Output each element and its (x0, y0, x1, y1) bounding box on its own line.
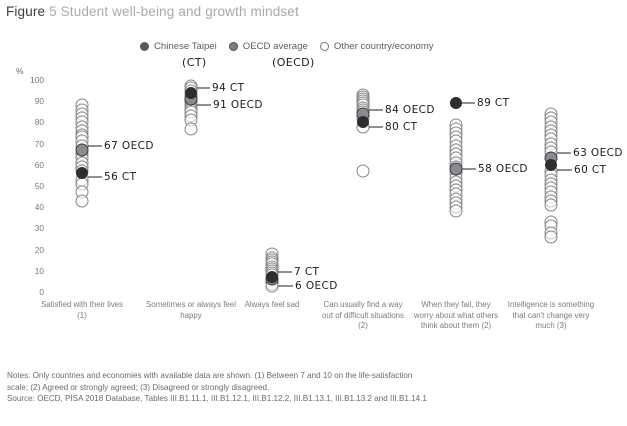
data-point-ct (357, 116, 369, 129)
annotation-leader-line (88, 145, 102, 147)
data-point-other (544, 230, 558, 244)
data-point-other (449, 204, 463, 218)
data-point-ct (76, 167, 88, 180)
x-axis-label: Can usually find a way out of difficult … (322, 300, 404, 330)
data-point-ct (185, 86, 197, 99)
legend-label-oecd-average: OECD average (242, 41, 308, 52)
note-line-3: Source: OECD, PISA 2018 Database, Tables… (7, 394, 427, 404)
data-point-other (75, 194, 89, 208)
annotation-oecd-value: 63 OECD (573, 147, 623, 160)
figure-title-text: Student well-being and growth mindset (60, 4, 299, 19)
annotation-leader-line (369, 109, 383, 111)
y-axis-tick: 50 (34, 181, 44, 191)
note-line-1: Notes: Only countries and economies with… (7, 371, 413, 380)
figure-title: Figure 5 Student well-being and growth m… (6, 4, 299, 19)
annotation-leader-line (197, 104, 211, 106)
annotation-leader-line (557, 152, 571, 154)
figure-number: 5 (49, 4, 57, 19)
y-axis-tick: 60 (34, 159, 44, 170)
x-axis-label: Always feel sad (244, 300, 300, 309)
annotation-oecd-value: 84 OECD (385, 103, 435, 116)
annotation-ct-value: 56 CT (104, 171, 137, 184)
chart-legend: Chinese Taipei OECD average Other countr… (140, 41, 434, 52)
x-axis-label: Satisfied with their lives (1) (40, 300, 123, 320)
annotation-oecd-value: 6 OECD (295, 280, 338, 293)
annotation-oecd-value: 58 OECD (478, 163, 528, 176)
annotation-leader-line (462, 102, 475, 104)
legend-item-oecd-average: OECD average (228, 41, 308, 52)
data-point-ct (545, 158, 557, 171)
legend-item-other-country: Other country/economy (319, 41, 434, 52)
legend-annotation-oecd: (OECD) (272, 56, 315, 69)
data-point-oecd (449, 162, 463, 176)
data-point-oecd (75, 143, 89, 157)
y-axis-tick: 10 (34, 265, 44, 276)
annotation-ct-value: 7 CT (294, 266, 320, 279)
data-point-ct (450, 97, 462, 110)
data-point-other (356, 164, 370, 178)
x-axis-label: Intelligence is something that can't cha… (507, 300, 595, 330)
annotation-oecd-value: 67 OECD (104, 139, 154, 152)
legend-label-other-country: Other country/economy (333, 41, 434, 52)
note-line-2: scale; (2) Agreed or strongly agreed; (3… (7, 382, 270, 392)
x-axis-label: When they fail, they worry about what ot… (413, 300, 499, 330)
data-point-other (184, 122, 198, 136)
y-axis-tick: 40 (34, 202, 44, 213)
y-axis-tick: 0 (39, 287, 44, 297)
oecd-dot-icon (228, 42, 238, 51)
annotation-leader-line (278, 271, 292, 273)
y-axis-tick: 70 (34, 138, 44, 149)
annotation-oecd-value: 91 OECD (213, 99, 263, 112)
x-axis-label: Sometimes or always feel happy (146, 300, 236, 320)
filled-dot-icon (140, 42, 149, 51)
y-axis-tick: 90 (34, 96, 44, 107)
data-point-ct (266, 271, 278, 284)
y-axis-tick: 80 (34, 117, 44, 128)
annotation-ct-value: 89 CT (477, 97, 510, 110)
annotation-ct-value: 80 CT (385, 121, 418, 134)
annotation-leader-line (197, 87, 210, 89)
y-axis-unit: % (16, 66, 24, 76)
figure-title-prefix: Figure (6, 4, 46, 19)
figure-notes: Notes: Only countries and economies with… (7, 370, 619, 405)
legend-label-chinese-taipei: Chinese Taipei (154, 41, 217, 52)
annotation-ct-value: 94 CT (212, 81, 245, 94)
annotation-leader-line (557, 169, 572, 171)
annotation-ct-value: 60 CT (574, 163, 607, 176)
hollow-dot-icon (319, 42, 329, 51)
legend-annotation-ct: (CT) (182, 56, 207, 69)
annotation-leader-line (462, 168, 476, 170)
y-axis-tick: 20 (34, 244, 44, 255)
y-axis-tick: 30 (34, 223, 44, 234)
annotation-leader-line (278, 285, 293, 287)
data-point-other (544, 198, 558, 212)
annotation-leader-line (369, 126, 383, 128)
y-axis-tick: 100 (30, 75, 44, 85)
annotation-leader-line (88, 176, 102, 178)
legend-item-chinese-taipei: Chinese Taipei (140, 41, 217, 52)
